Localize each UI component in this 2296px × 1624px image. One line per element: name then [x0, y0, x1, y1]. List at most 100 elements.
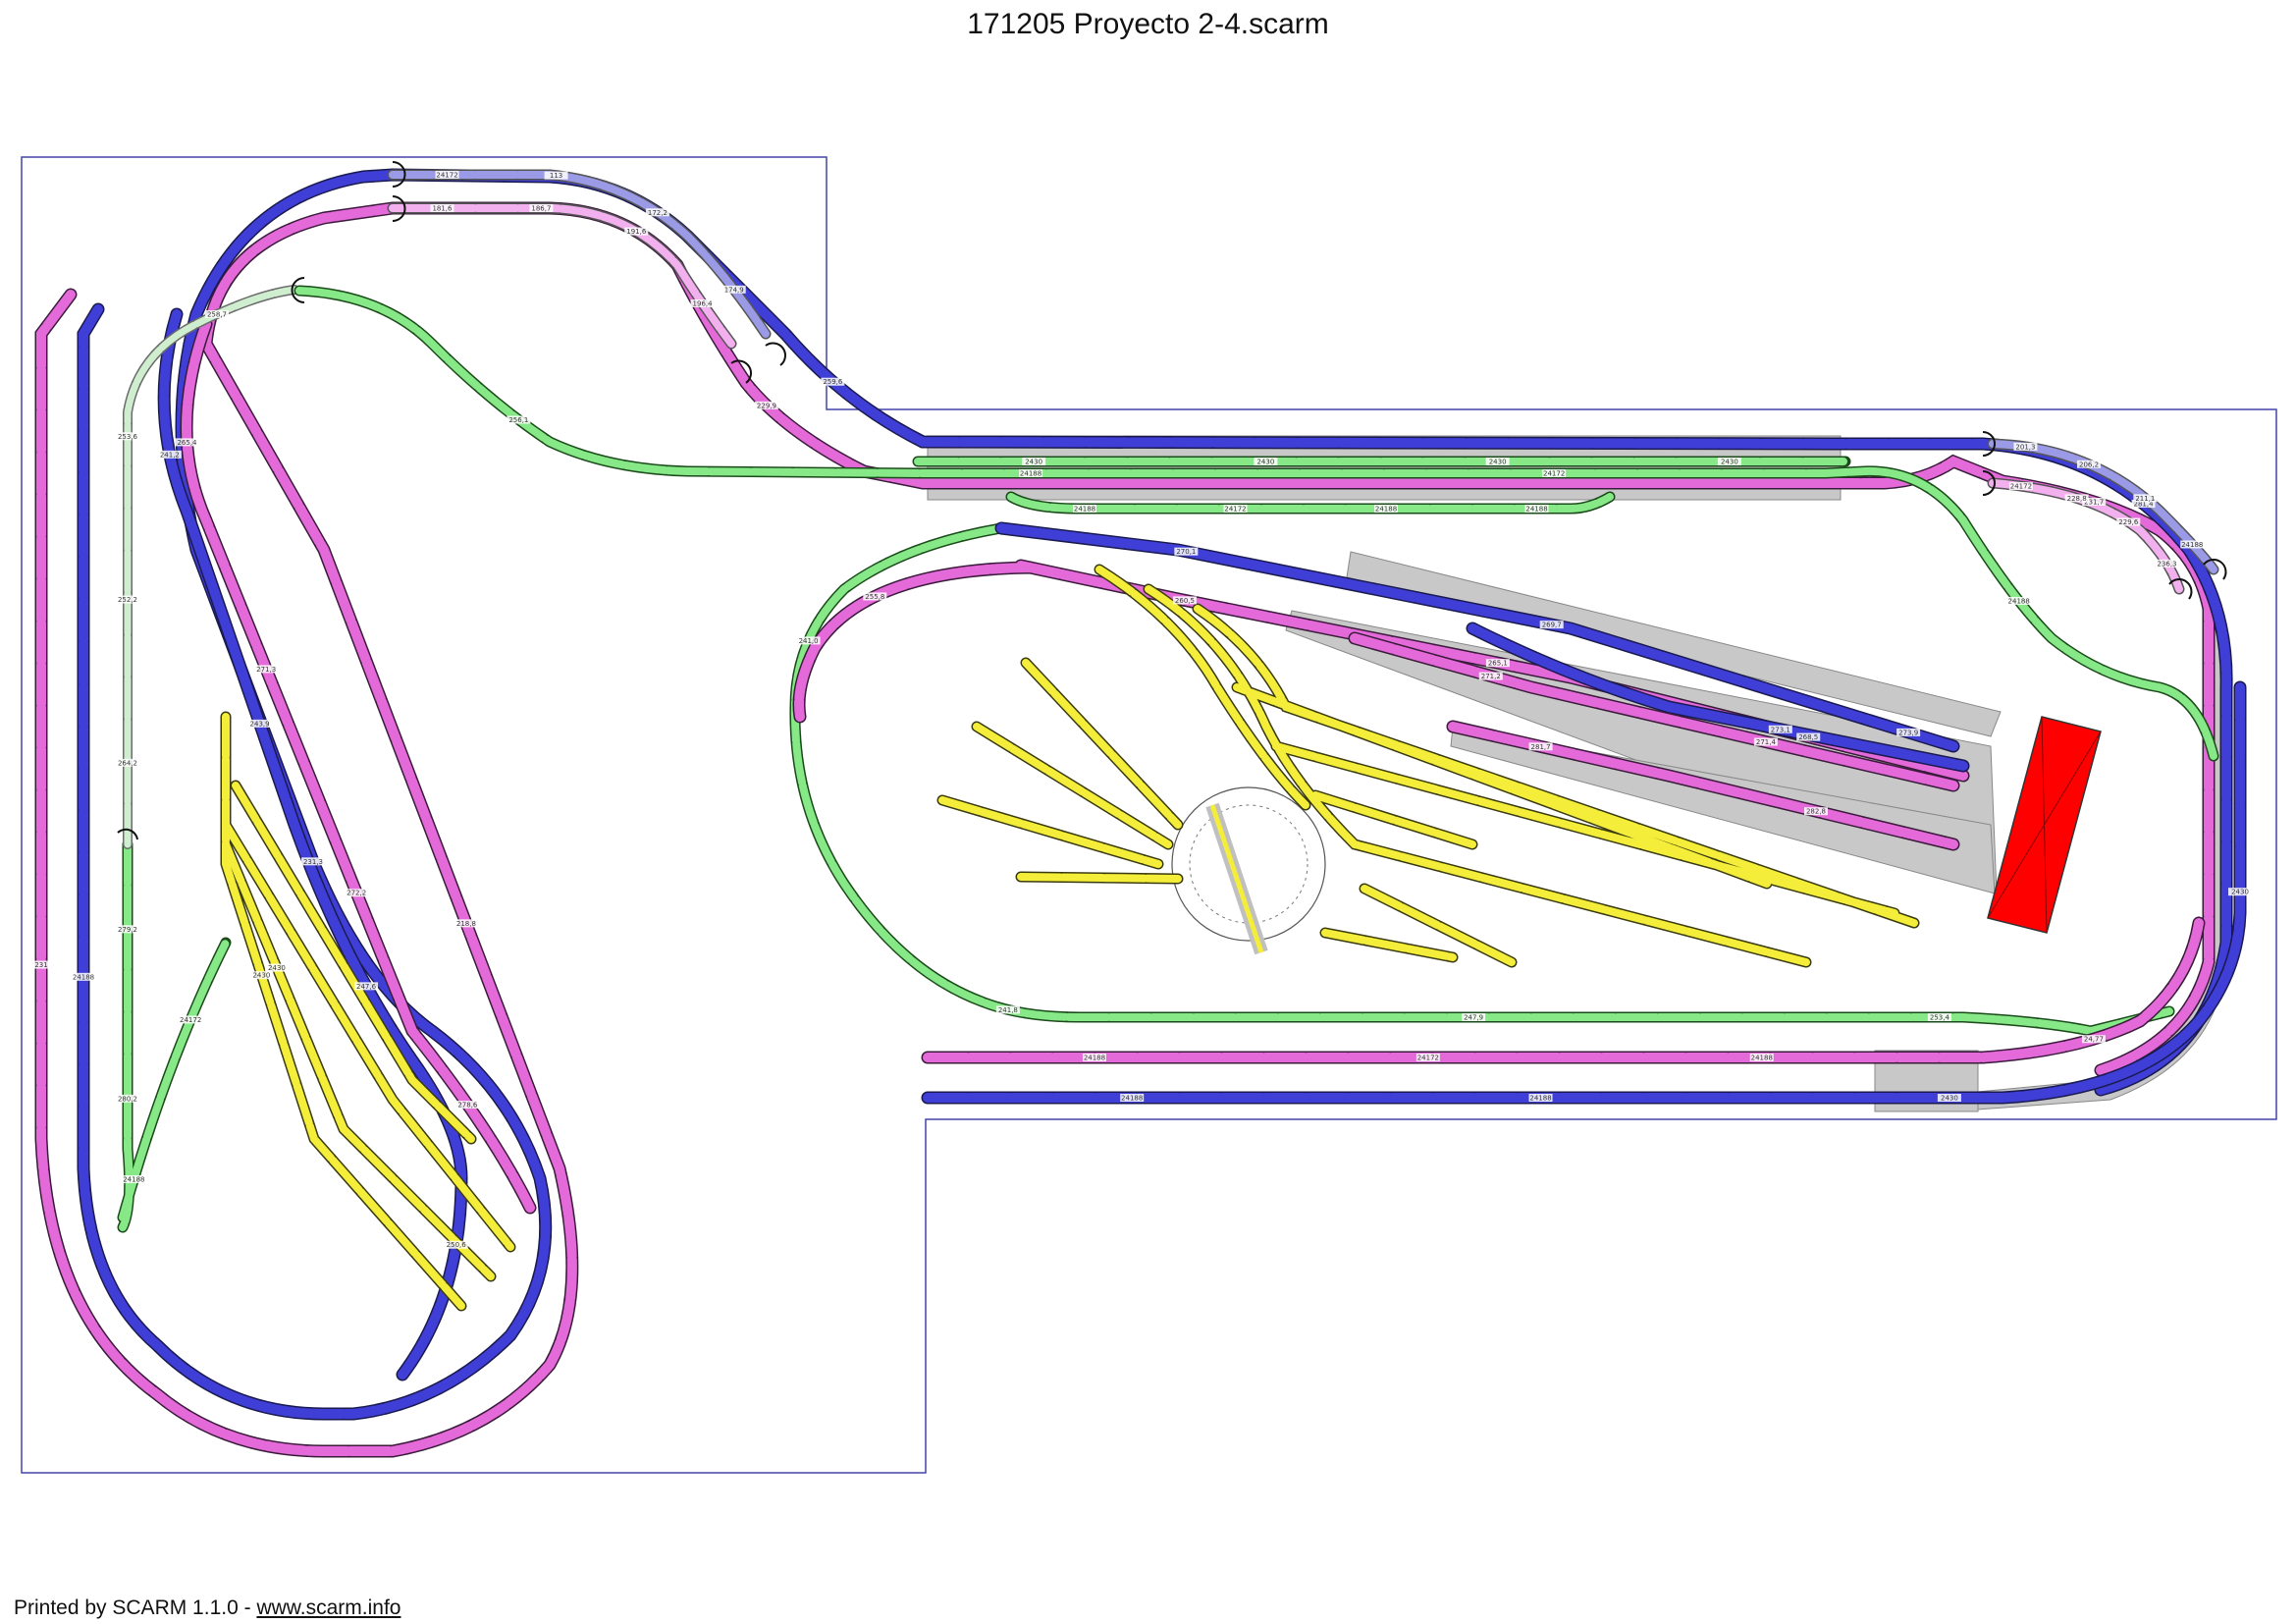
track-section-label: 2430: [1022, 458, 1046, 466]
track-section-label: 268,5: [1796, 732, 1821, 741]
track-section-label: 172,2: [645, 208, 669, 217]
track-section-label: 201,3: [2013, 442, 2038, 451]
track-section-label-text: 218,8: [456, 920, 476, 928]
track-section-label: 271,2: [1478, 672, 1503, 680]
bumper-icon: [392, 161, 406, 188]
track-section-label: 231,3: [300, 857, 325, 866]
track-section-label-text: 243,9: [250, 720, 270, 728]
track-section-label-text: 247,9: [1464, 1014, 1483, 1022]
track-section-label-text: 229,6: [2118, 518, 2139, 526]
yard-platform-1: [1346, 551, 2002, 737]
baseboard-outline: [21, 156, 2277, 1474]
track-section-label-text: 229,9: [757, 402, 776, 409]
track-section-label-text: 270,1: [1176, 548, 1196, 556]
track-section-label: 196,4: [690, 299, 715, 308]
track-section-label: 250,6: [444, 1240, 468, 1249]
track-pink-bottom-straight: [921, 916, 2206, 1064]
track-section-label: 24188: [1019, 469, 1043, 478]
track-section-label-text: 24,77: [2084, 1036, 2104, 1044]
track-section-label: 282,8: [1803, 807, 1828, 816]
track-section-label-text: 206,2: [2079, 460, 2099, 468]
track-section-label: 24188: [1120, 1094, 1145, 1103]
track-section-label: 259,6: [821, 377, 845, 386]
turntable-bridge-track: [1209, 804, 1264, 953]
track-section-label-text: 24188: [73, 973, 94, 981]
track-section-label-text: 236,3: [2157, 560, 2176, 568]
track-section-label-text: 181,6: [432, 205, 453, 213]
track-section-label-text: 24188: [123, 1176, 144, 1184]
track-section-label: 24188: [1073, 505, 1097, 514]
track-section-label: 2430: [1937, 1094, 1961, 1103]
track-section-label-text: 256,1: [508, 416, 528, 424]
track-section-label-text: 211,1: [2135, 495, 2155, 503]
track-section-label-text: 24188: [2181, 541, 2203, 549]
track-section-label: 252,2: [116, 595, 140, 604]
track-section-label: 269,7: [1539, 621, 1564, 629]
track-section-label: 218,8: [454, 919, 478, 928]
track-section-label: 24172: [179, 1015, 203, 1024]
track-section-label: 231: [29, 960, 54, 969]
track-green-upper: [294, 285, 2219, 762]
track-section-label-text: 24188: [2008, 597, 2030, 605]
track-section-label-text: 24172: [180, 1016, 201, 1024]
track-section-label-text: 252,2: [118, 596, 137, 604]
track-section-label: 241,0: [796, 636, 821, 645]
track-section-label: 228,8: [2064, 494, 2089, 503]
track-section-label: 206,2: [2077, 460, 2102, 468]
track-section-label-text: 201,3: [2015, 443, 2035, 451]
yellow-sidings: [220, 564, 1920, 1312]
track-section-label-text: 2430: [252, 972, 270, 980]
track-section-label-text: 273,1: [1771, 726, 1790, 733]
track-section-label-text: 260,5: [1175, 597, 1195, 605]
track-section-label-text: 253,4: [1930, 1014, 1950, 1022]
track-section-label: 24188: [1749, 1054, 1774, 1062]
track-section-label-text: 247,6: [356, 983, 377, 991]
track-section-label: 2430: [249, 971, 274, 980]
track-section-label: 229,6: [2116, 517, 2141, 526]
track-section-label: 258,7: [205, 309, 230, 318]
track-section-label-text: 24172: [1543, 470, 1565, 478]
track-section-label: 281,4: [2131, 500, 2156, 509]
track-section-label-text: 259,6: [823, 378, 843, 386]
bumper-icon: [392, 195, 406, 222]
track-section-label-text: 24172: [2010, 483, 2032, 491]
bumper-icon: [2168, 578, 2193, 600]
track-section-label: 2430: [1717, 458, 1741, 466]
track-section-label-text: 2430: [1721, 459, 1738, 466]
track-section-label: 191,6: [624, 227, 649, 236]
track-section-label-text: 24172: [436, 172, 457, 180]
bumper-icon: [117, 828, 138, 840]
track-section-label-text: 191,6: [626, 228, 647, 236]
track-section-label-text: 279,2: [118, 926, 137, 934]
track-section-label-text: 282,8: [1806, 808, 1826, 816]
track-section-label-text: 241,2: [160, 451, 180, 459]
track-section-label: 265,4: [175, 438, 199, 447]
bumper-icon: [1982, 431, 1996, 457]
track-section-label-text: 280,2: [118, 1095, 137, 1103]
track-section-label-text: 272,2: [347, 890, 366, 897]
track-section-label: 273,1: [1768, 725, 1792, 733]
track-section-label: 229,9: [754, 401, 778, 409]
track-section-label-text: 281,7: [1531, 743, 1551, 751]
track-section-label: 271,4: [1753, 737, 1778, 746]
track-section-label: 243,9: [247, 719, 272, 728]
track-section-label-text: 241,8: [998, 1006, 1018, 1014]
track-section-label-text: 2430: [1941, 1095, 1958, 1103]
bumpers: [117, 161, 2227, 840]
track-section-label: 24172: [1223, 505, 1248, 514]
track-section-label-text: 174,9: [724, 286, 744, 294]
document-title: 171205 Proyecto 2-4.scarm: [967, 8, 1329, 40]
track-section-label-text: 228,8: [2067, 495, 2087, 503]
track-section-label-text: 2430: [268, 964, 286, 972]
scarm-link[interactable]: www.scarm.info: [256, 1597, 401, 1619]
track-section-label: 113: [544, 171, 568, 180]
track-section-label: 270,1: [1174, 547, 1199, 556]
track-section-label-text: 24188: [1084, 1055, 1105, 1062]
track-section-label-text: 250,6: [447, 1241, 467, 1249]
track-section-label-text: 271,4: [1756, 738, 1777, 746]
track-section-label: 24172: [1542, 469, 1567, 478]
track-section-label: 24188: [72, 972, 96, 981]
track-section-label: 181,6: [430, 204, 454, 213]
track-section-label: 24188: [122, 1175, 146, 1184]
